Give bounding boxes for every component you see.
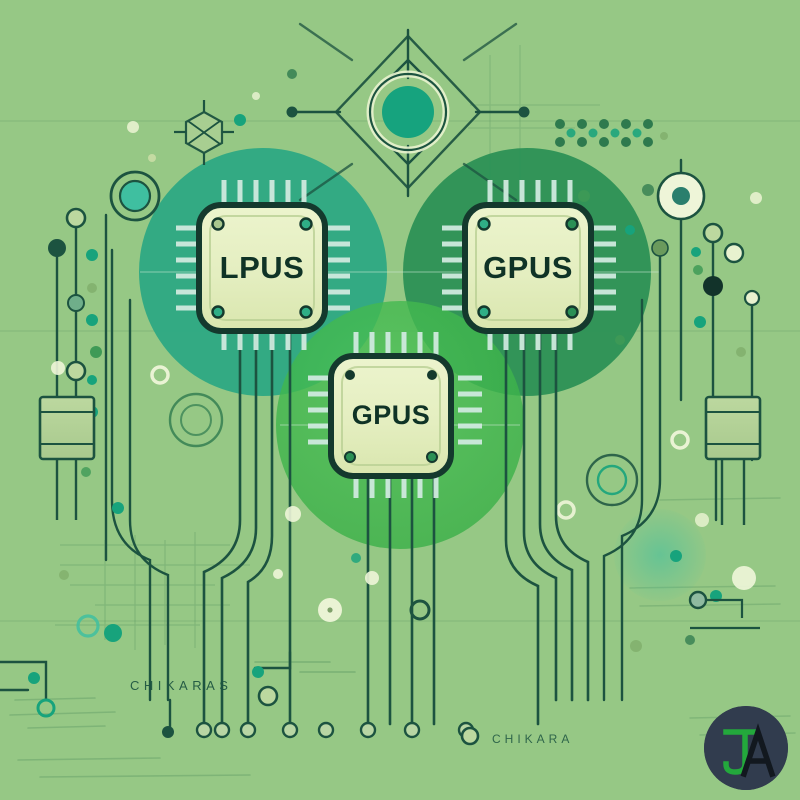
logo-letter-a <box>740 723 776 778</box>
pad-lower-left <box>162 726 174 738</box>
trace-node-left-4 <box>65 360 87 382</box>
trace-node-right-5 <box>743 289 761 307</box>
chip-gpus-right-screw-bl <box>477 305 491 319</box>
diamond-node-right <box>518 106 530 118</box>
ring-left-lower <box>168 392 224 448</box>
chip-gpus-right[interactable] <box>442 180 616 350</box>
trace-node-right-4 <box>703 276 723 296</box>
component-right <box>704 395 762 525</box>
chip-gpus-right-screw-tl <box>477 217 491 231</box>
trace-node-right-3 <box>723 242 745 264</box>
chip-lpus-inner-outline <box>209 215 315 321</box>
trace-node-left-1 <box>48 239 66 257</box>
pad-right <box>688 590 708 610</box>
background-strokes-left <box>9 697 251 778</box>
chip-gpus-right-screw-br <box>565 305 579 319</box>
chip-lpus[interactable] <box>176 180 350 350</box>
via-upper <box>285 506 301 522</box>
dot-bottom-left <box>28 672 40 684</box>
brand-left-trace <box>253 650 292 670</box>
dot-right-a <box>691 247 701 257</box>
chip-gpus-bottom-screw-br <box>426 451 438 463</box>
via-center-right <box>409 599 431 621</box>
dot-right-b <box>693 265 703 275</box>
dot-center-bus <box>351 553 361 563</box>
trace-node-right-1 <box>651 239 669 257</box>
logo-monogram-ja <box>704 706 788 790</box>
dots-left-scatter <box>51 69 297 642</box>
traces-lower-left <box>0 660 172 732</box>
background-grid <box>55 532 250 650</box>
traces-right <box>602 158 754 702</box>
chip-lpus-body <box>196 202 328 334</box>
component-left <box>38 395 96 520</box>
chip-gpus-bottom[interactable] <box>308 332 482 498</box>
logo-badge[interactable] <box>704 706 788 790</box>
trace-node-left-2 <box>65 207 87 229</box>
soft-blob-right <box>614 509 706 601</box>
hexagon-node <box>174 100 234 165</box>
chip-lpus-screw-br <box>299 305 313 319</box>
chip-gpus-bottom-screw-bl <box>344 451 356 463</box>
brand-left-dot <box>252 666 264 678</box>
pad-elbow-right <box>690 598 760 630</box>
chip-gpus-bottom-screw-tl <box>345 370 355 380</box>
trace-ring-right-inner <box>672 187 690 205</box>
diamond-core-dot <box>382 86 434 138</box>
chip-gpus-bottom-body <box>328 353 454 479</box>
chip-lpus-screw-tl <box>211 217 225 231</box>
dot-matrix-array <box>555 119 668 147</box>
trace-ring-left-outer <box>109 170 161 222</box>
trace-ring-left-inner <box>118 179 152 213</box>
brand-underline-strokes <box>254 661 356 673</box>
chip-gpus-right-screw-tr <box>565 217 579 231</box>
dots-right-scatter <box>578 184 762 652</box>
brand-left-node <box>257 685 279 707</box>
ring-bottom-left <box>36 698 56 718</box>
chip-lpus-screw-tr <box>299 217 313 231</box>
diamond-ring-stroke <box>368 72 448 152</box>
ring-right-small-2 <box>556 500 576 520</box>
chip-lpus-screw-bl <box>211 305 225 319</box>
chip-gpus-bottom-inner-outline <box>341 366 441 466</box>
ring-right-small <box>670 430 690 450</box>
traces-bottom-bus <box>202 328 590 726</box>
trace-node-right-2 <box>702 222 724 244</box>
brand-right-node <box>460 726 480 746</box>
via-center-left-hole <box>327 607 333 613</box>
diamond-node-left <box>286 106 298 118</box>
ring-right-lower <box>585 453 639 507</box>
via-center-small <box>365 571 379 585</box>
chip-gpus-bottom-screw-tr <box>427 370 437 380</box>
chip-gpus-right-inner-outline <box>475 215 581 321</box>
trace-node-left-3 <box>67 294 85 312</box>
pad-right-big <box>732 566 756 590</box>
chip-gpus-right-body <box>462 202 594 334</box>
dot-bus-left <box>273 569 283 579</box>
ring-left-small <box>150 365 170 385</box>
ring-bottom-left-2 <box>76 614 100 638</box>
chip-gpus-bottom-pins <box>308 332 482 498</box>
